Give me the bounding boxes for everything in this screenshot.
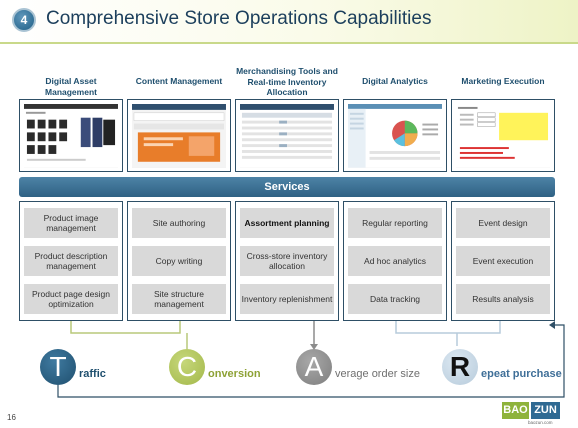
inventory-table-image [240, 104, 334, 168]
capability-screenshot-marketing [451, 99, 555, 172]
logo-site: baozun.com [528, 420, 553, 425]
services-column-analytics: Regular reporting Ad hoc analytics Data … [343, 201, 447, 321]
feedback-loop-line [57, 324, 565, 398]
connector-analytics [395, 321, 501, 334]
capability-label-merchandising: Merchandising Tools and Real-time Invent… [236, 66, 338, 97]
header-band [0, 0, 578, 42]
traffic-label: raffic [79, 368, 106, 380]
service-box: Regular reporting [348, 208, 442, 238]
service-box: Inventory replenishment [240, 284, 334, 314]
service-box: Event design [456, 208, 550, 238]
header-rule [0, 42, 578, 44]
service-box: Event execution [456, 246, 550, 276]
service-box: Data tracking [348, 284, 442, 314]
average-order-letter-circle: A [296, 349, 332, 385]
marketing-form-image [456, 104, 550, 168]
capability-label-analytics: Digital Analytics [362, 76, 428, 86]
capability-label-marketing: Marketing Execution [461, 76, 545, 86]
asset-gallery-image [24, 104, 118, 168]
service-box: Site structure management [132, 284, 226, 314]
services-header-bar: Services [19, 177, 555, 197]
services-column-digital-asset: Product image management Product descrip… [19, 201, 123, 321]
page-title: Comprehensive Store Operations Capabilit… [46, 8, 432, 29]
traffic-letter-circle: T [40, 349, 76, 385]
services-column-content: Site authoring Copy writing Site structu… [127, 201, 231, 321]
logo-bao: BAO [502, 402, 529, 419]
service-box: Product description management [24, 246, 118, 276]
service-box: Cross-store inventory allocation [240, 246, 334, 276]
feedback-loop-arrowhead [549, 321, 555, 329]
average-order-label: verage order size [335, 368, 420, 380]
service-box: Product page design optimization [24, 284, 118, 314]
service-box: Ad hoc analytics [348, 246, 442, 276]
capability-label-digital-asset: Digital Asset Management [45, 76, 97, 97]
analytics-dashboard-image [348, 104, 442, 168]
section-number-badge: 4 [12, 8, 36, 32]
conversion-letter-circle: C [169, 349, 205, 385]
repeat-purchase-label: epeat purchase [481, 368, 562, 380]
page-number: 16 [7, 413, 16, 422]
capability-screenshot-merchandising [235, 99, 339, 172]
logo-zun: ZUN [531, 402, 560, 419]
capability-label-content: Content Management [135, 76, 223, 86]
service-box: Site authoring [132, 208, 226, 238]
service-box: Results analysis [456, 284, 550, 314]
baozun-logo: BAO ZUN baozun.com [502, 402, 560, 426]
services-column-marketing: Event design Event execution Results ana… [451, 201, 555, 321]
connector-aov-arrowhead [310, 344, 318, 350]
services-column-merchandising: Assortment planning Cross-store inventor… [235, 201, 339, 321]
capability-screenshot-content [127, 99, 231, 172]
cms-editor-image [132, 104, 226, 168]
conversion-label: onversion [208, 368, 261, 380]
service-box: Product image management [24, 208, 118, 238]
capability-screenshot-digital-asset [19, 99, 123, 172]
service-box: Assortment planning [240, 208, 334, 238]
connector-traffic [70, 321, 181, 334]
capability-screenshot-analytics [343, 99, 447, 172]
service-box: Copy writing [132, 246, 226, 276]
repeat-purchase-letter-circle: R [442, 349, 478, 385]
